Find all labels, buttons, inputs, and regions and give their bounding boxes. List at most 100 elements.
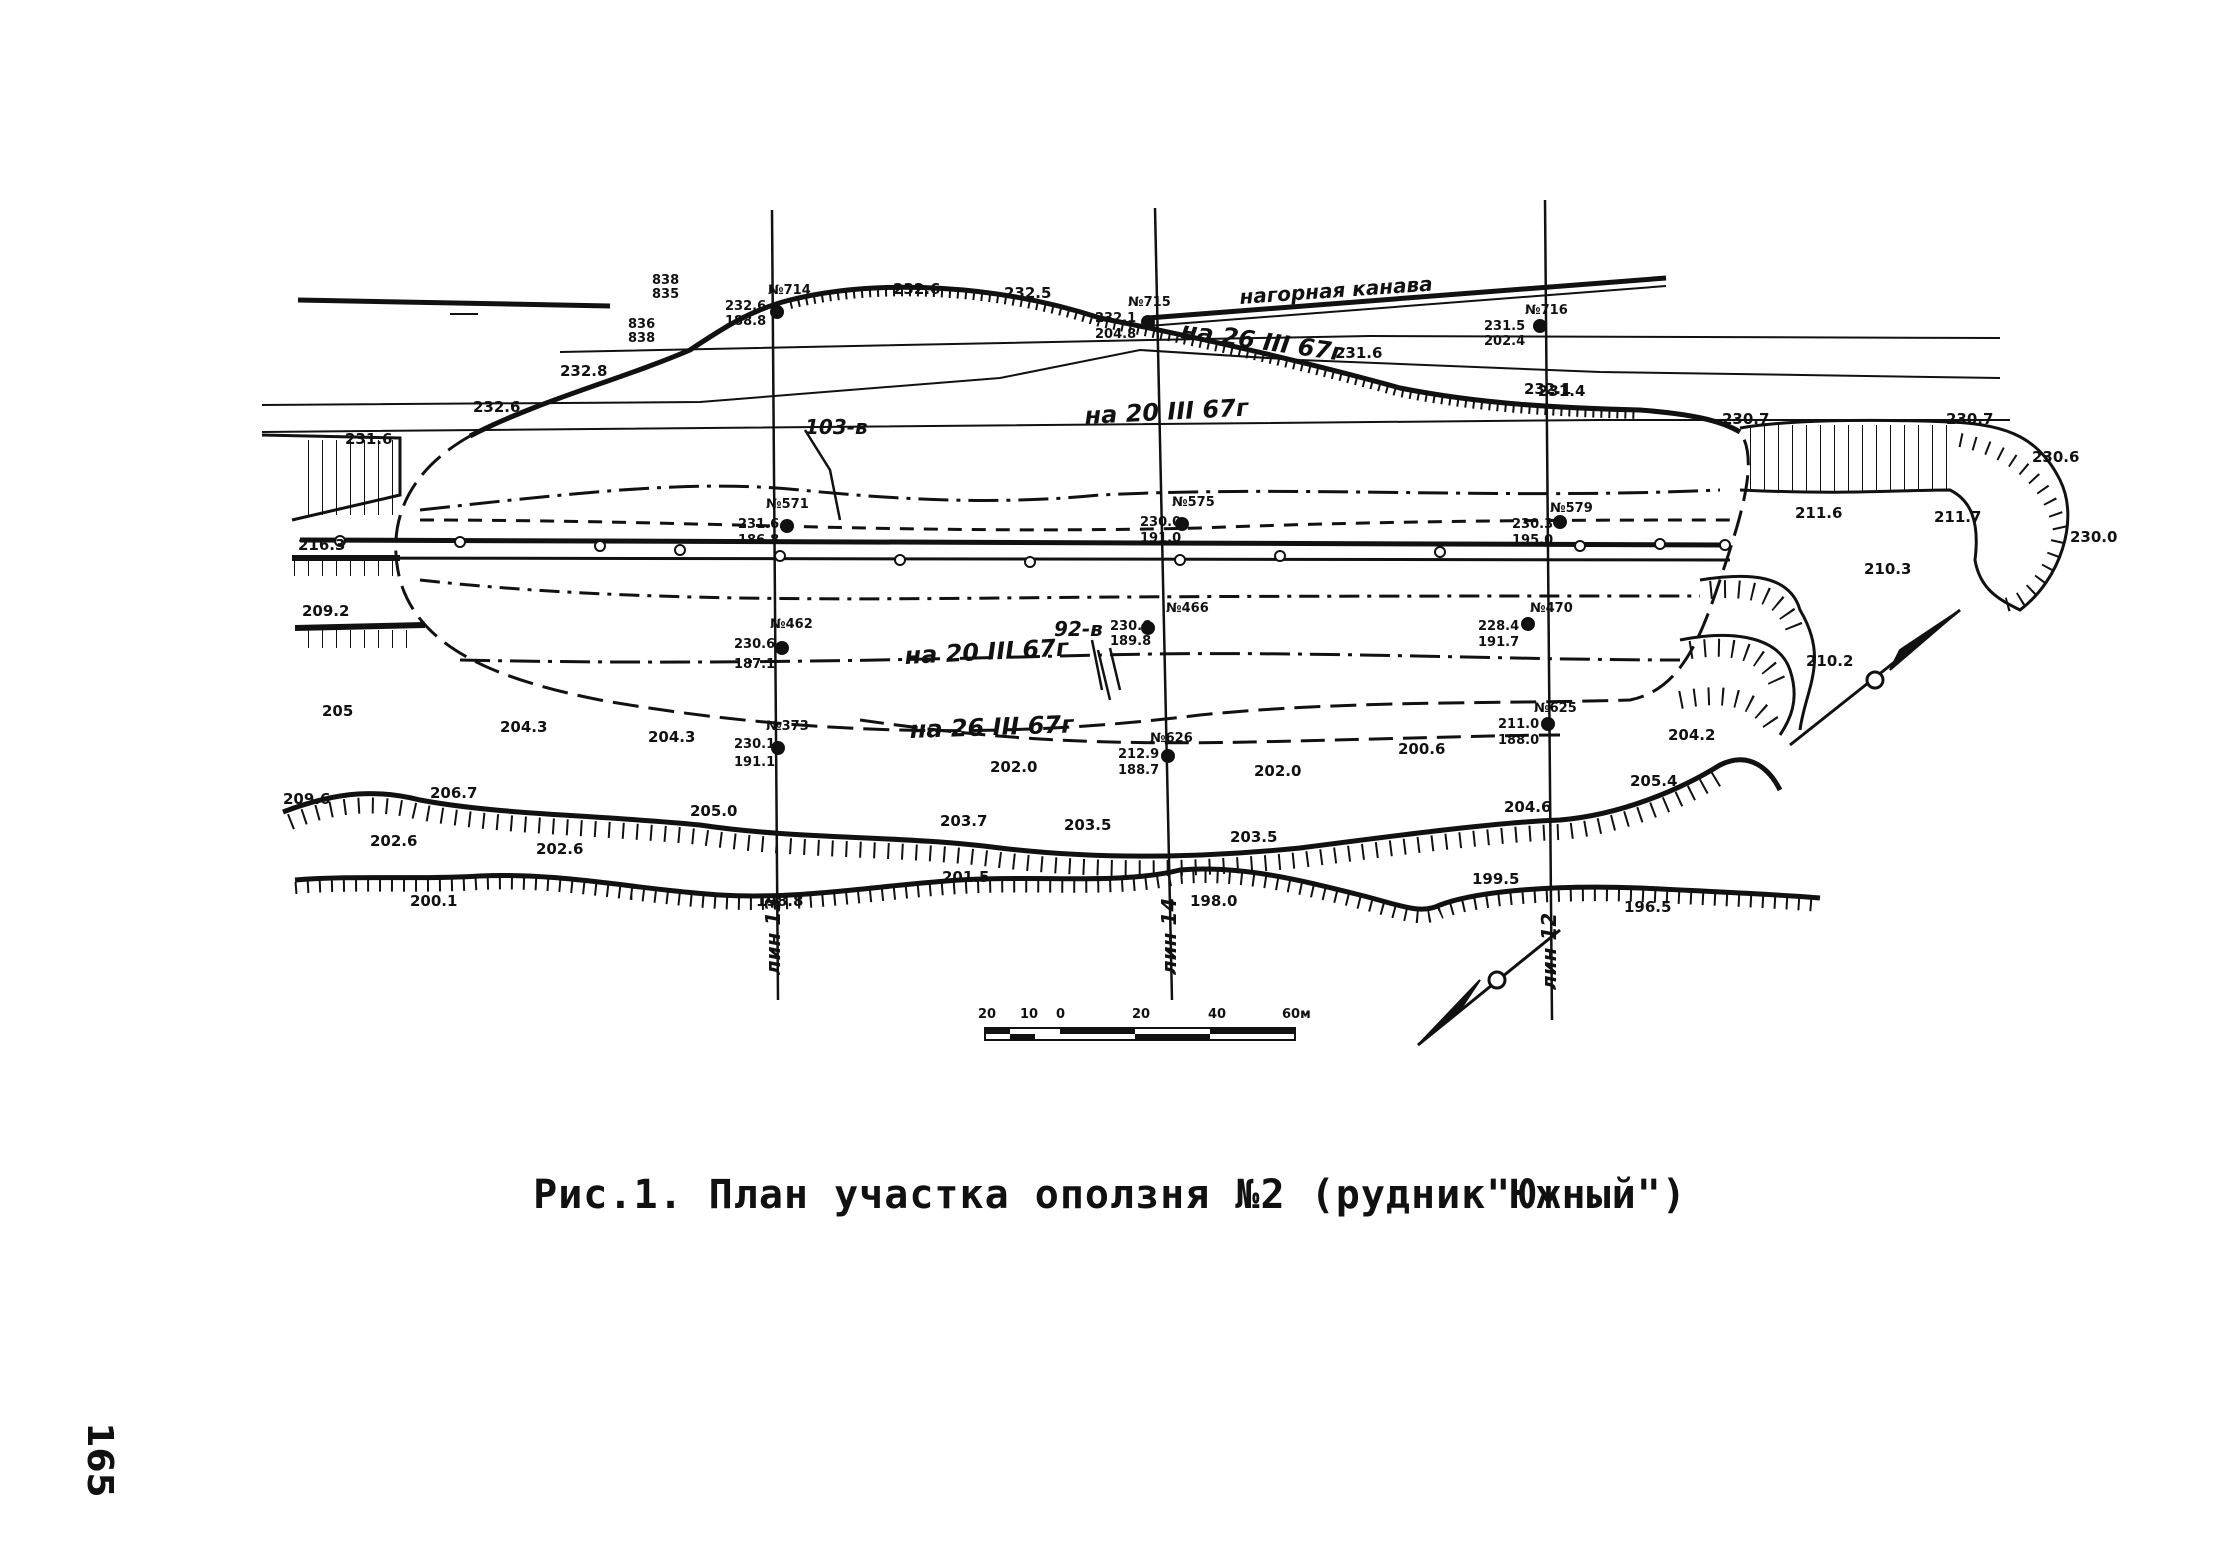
spot-elevation: 206.7 — [430, 784, 477, 802]
well-373-name: №373 — [766, 719, 809, 734]
well-466-marker — [1141, 621, 1155, 635]
spot-elevation: 204.3 — [500, 718, 547, 736]
boundary-inner-5 — [859, 718, 1561, 745]
spot-elevation: 198.8 — [756, 892, 803, 910]
well-714-marker — [770, 305, 784, 319]
left-slope-low-hatch — [296, 630, 412, 648]
cracks — [803, 429, 1122, 701]
right-toe-hatch-1 — [1709, 580, 1804, 634]
profile-line-13 — [770, 209, 780, 1001]
spot-elevation: 210.2 — [1806, 652, 1853, 670]
left-slope-blocks — [261, 433, 426, 648]
well-714-name: №714 — [768, 283, 811, 298]
top-mark-3: 836 — [628, 317, 655, 332]
survey-line-lower — [299, 556, 1731, 562]
spot-elevation: 232.8 — [560, 362, 607, 380]
top-mark-4: 838 — [628, 331, 655, 346]
scale-tick: 20 — [1132, 1007, 1150, 1022]
top-mark-2: 835 — [652, 287, 679, 302]
canal-line-left — [297, 297, 611, 309]
well-716-elev: 231.5 — [1484, 319, 1525, 334]
landslide-boundary — [394, 431, 1750, 745]
well-466-name: №466 — [1166, 601, 1209, 616]
right-slope-hatch — [1745, 425, 1955, 491]
spot-elevation: 230.7 — [1722, 410, 1769, 428]
spot-elevation: 216.3 — [298, 536, 345, 554]
right-toe-2 — [1679, 633, 1796, 736]
well-714-depth: 188.8 — [725, 314, 766, 329]
terrace-upper-hatch — [287, 770, 1725, 877]
boundary-inner-3 — [419, 578, 1701, 601]
well-579-name: №579 — [1550, 501, 1593, 516]
spot-elevation: 205.4 — [1630, 772, 1677, 790]
profile-labels: лин 13 лин 14 лин 12 — [761, 898, 1561, 990]
profile-label-14: лин 14 — [1157, 898, 1181, 975]
well-571-name: №571 — [766, 497, 809, 512]
spot-elevation: 202.6 — [370, 832, 417, 850]
well-625-depth: 188.0 — [1498, 733, 1539, 748]
spot-elevation: 199.5 — [1472, 870, 1519, 888]
well-715-name: №715 — [1128, 295, 1171, 310]
spot-elevation: 200.6 — [1398, 740, 1445, 758]
well-626-name: №626 — [1150, 731, 1193, 746]
profile-lines — [770, 199, 1554, 1021]
boundary-label-4: на 26 III 67г — [909, 710, 1075, 744]
well-373-elev: 230.1 — [734, 737, 775, 752]
well-716-depth: 202.4 — [1484, 334, 1525, 349]
north-arrow-left-head — [1417, 979, 1481, 1046]
right-toe-1 — [1699, 574, 1816, 731]
well-625-name: №625 — [1534, 701, 1577, 716]
spot-elevation: 204.3 — [648, 728, 695, 746]
well-625-elev: 211.0 — [1498, 717, 1539, 732]
boundary-inner-2 — [419, 518, 1731, 532]
well-571-elev: 231.6 — [738, 517, 779, 532]
well-466-elev: 230.6 — [1110, 619, 1151, 634]
well-625-marker — [1541, 717, 1555, 731]
well-575-name: №575 — [1172, 495, 1215, 510]
terrace-upper — [282, 757, 1783, 859]
scale-bar-seg — [1210, 1028, 1295, 1034]
well-373-depth: 191.1 — [734, 755, 775, 770]
scale-bar-seg — [1060, 1028, 1135, 1034]
spot-elevation: 196.5 — [1624, 898, 1671, 916]
boundary-inner-4 — [459, 652, 1681, 664]
well-575-marker — [1175, 517, 1189, 531]
survey-point — [1654, 538, 1666, 550]
crack-label-1: 103-в — [805, 415, 868, 439]
well-462-elev: 230.6 — [734, 637, 775, 652]
scale-tick: 10 — [1020, 1007, 1038, 1022]
spot-elevation: 231.6 — [345, 430, 392, 448]
well-462-depth: 187.1 — [734, 657, 775, 672]
spot-elevation: 203.7 — [940, 812, 987, 830]
left-slope-top-hatch — [295, 440, 395, 515]
well-626-marker — [1161, 749, 1175, 763]
spot-elevation: 203.5 — [1230, 828, 1277, 846]
spot-elevation: 210.3 — [1864, 560, 1911, 578]
spot-elevations: 232.6 232.5 232.8 232.6 231.6 232.1 231.… — [283, 280, 2117, 916]
top-mark-1: 838 — [652, 273, 679, 288]
well-373-marker — [771, 741, 785, 755]
north-arrow-right-head — [1889, 609, 1961, 671]
figure-caption: Рис.1. План участка оползня №2 (рудник"Ю… — [533, 1172, 1687, 1218]
survey-point — [1434, 546, 1446, 558]
boundary-outer — [394, 431, 1750, 733]
well-716-name: №716 — [1525, 303, 1568, 318]
left-slope-mid-hatch — [294, 560, 398, 576]
spot-elevation: 198.0 — [1190, 892, 1237, 910]
well-626-elev: 212.9 — [1118, 747, 1159, 762]
well-716-marker — [1533, 319, 1547, 333]
canal-line-right-2 — [1147, 285, 1667, 327]
north-arrow-right-ring — [1865, 670, 1885, 690]
direction-markers — [1417, 608, 1961, 1047]
scale-bar-seg — [1135, 1034, 1210, 1040]
boundary-label-2: на 20 III 67г — [1084, 393, 1251, 430]
spot-elevation: 200.1 — [410, 892, 457, 910]
survey-point — [1574, 540, 1586, 552]
well-715-elev: 232.1 — [1095, 311, 1136, 326]
scale-bar: 20 10 0 20 40 60м — [978, 1007, 1311, 1041]
survey-point — [1024, 556, 1036, 568]
well-571-depth: 186.8 — [738, 533, 779, 548]
scale-tick: 40 — [1208, 1007, 1226, 1022]
survey-point — [674, 544, 686, 556]
